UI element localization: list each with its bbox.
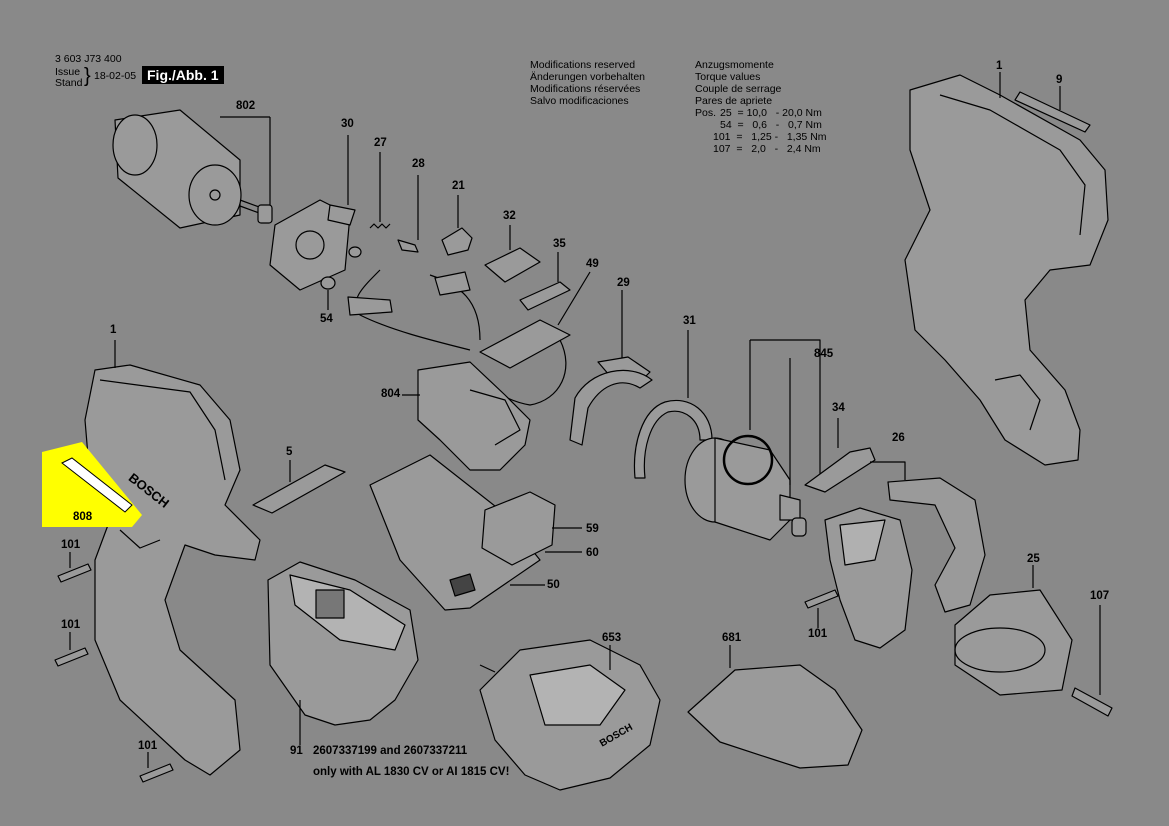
pin-part-28	[397, 239, 419, 253]
screw-part-107	[1071, 687, 1113, 717]
nameplate-part-9	[1014, 91, 1091, 133]
label-808: 808	[73, 511, 93, 523]
label-49: 49	[586, 258, 599, 270]
label-21: 21	[452, 180, 465, 192]
label-30: 30	[341, 118, 354, 130]
cover-part-681	[687, 664, 863, 769]
label-35: 35	[553, 238, 566, 250]
footnote-line-2: only with AL 1830 CV or AI 1815 CV!	[313, 766, 510, 778]
pcb-part-49	[479, 319, 571, 369]
spring-part-27	[369, 223, 391, 229]
chuck-part-25	[954, 589, 1073, 696]
torque-pos-label: Pos.	[695, 107, 717, 119]
battery-part-91	[267, 561, 419, 726]
ring-part-31	[633, 399, 713, 479]
label-804: 804	[381, 388, 401, 400]
label-101-c: 101	[138, 740, 158, 752]
footnote-line-1: 2607337199 and 2607337211	[313, 745, 468, 757]
label-1-right: 1	[996, 60, 1003, 72]
brace-glyph: }	[84, 65, 91, 87]
label-34: 34	[832, 402, 845, 414]
torque-title-4: Pares de apriete	[695, 95, 773, 107]
label-91: 91	[290, 745, 303, 757]
label-32: 32	[503, 210, 516, 222]
issue-date: 18-02-05	[94, 70, 137, 82]
torque-title-2: Torque values	[695, 71, 761, 83]
label-107: 107	[1090, 590, 1110, 602]
label-101-b: 101	[61, 619, 81, 631]
label-part-808	[61, 457, 133, 513]
screw-part-101-a	[57, 563, 92, 583]
torque-title-1: Anzugsmomente	[695, 59, 774, 71]
screw-part-101-d	[804, 589, 839, 609]
screw-part-101-c	[139, 763, 174, 783]
charger-part-653	[479, 639, 661, 791]
housing-half-left-part-1	[84, 364, 261, 776]
comb-part-35	[519, 281, 571, 311]
label-29: 29	[617, 277, 630, 289]
torque-title-3: Couple de serrage	[695, 83, 782, 95]
label-60: 60	[586, 547, 599, 559]
screw-part-101-b	[54, 647, 89, 667]
label-802: 802	[236, 100, 256, 112]
bushing-part-54	[320, 276, 336, 290]
label-1-left: 1	[110, 324, 117, 336]
modifications-line-4: Salvo modificaciones	[530, 95, 629, 107]
label-101-d: 101	[808, 628, 828, 640]
label-31: 31	[683, 315, 696, 327]
slider-part-32	[484, 247, 541, 283]
label-101-a: 101	[61, 539, 81, 551]
label-681: 681	[722, 632, 742, 644]
label-9: 9	[1056, 74, 1063, 86]
figure-badge: Fig./Abb. 1	[142, 66, 224, 84]
part-number: 3 603 J73 400	[55, 53, 122, 65]
label-845: 845	[814, 348, 834, 360]
torque-row-101: 101 = 1,25 - 1,35 Nm	[713, 131, 827, 143]
label-5: 5	[286, 446, 293, 458]
gear-segment-part-34	[804, 447, 876, 493]
switch-part-804	[417, 361, 531, 471]
gearbox-part-845	[684, 434, 807, 541]
stand-label: Stand	[55, 77, 83, 89]
housing-half-right-part-1	[904, 74, 1109, 466]
motor-part-802	[112, 109, 273, 229]
modifications-line-1: Modifications reserved	[530, 59, 636, 71]
modifications-line-2: Änderungen vorbehalten	[530, 71, 646, 83]
label-27: 27	[374, 137, 387, 149]
label-50: 50	[547, 579, 560, 591]
gear-housing-part-26	[887, 477, 986, 613]
torque-row-25: 25 = 10,0 - 20,0 Nm	[720, 107, 822, 119]
issue-label: Issue	[55, 66, 81, 78]
plate-part-30	[269, 199, 356, 291]
torque-row-107: 107 = 2,0 - 2,4 Nm	[713, 143, 821, 155]
switch-cap-part-21	[441, 227, 473, 256]
label-54: 54	[320, 313, 333, 325]
label-59: 59	[586, 523, 599, 535]
label-28: 28	[412, 158, 425, 170]
module-part-59	[481, 491, 556, 566]
label-26: 26	[892, 432, 905, 444]
pcb-part-50	[369, 454, 541, 611]
torque-row-54: 54 = 0,6 - 0,7 Nm	[720, 119, 822, 131]
modifications-line-3: Modifications réservées	[530, 83, 641, 95]
label-653: 653	[602, 632, 622, 644]
label-25: 25	[1027, 553, 1040, 565]
cover-part-5	[252, 464, 346, 514]
